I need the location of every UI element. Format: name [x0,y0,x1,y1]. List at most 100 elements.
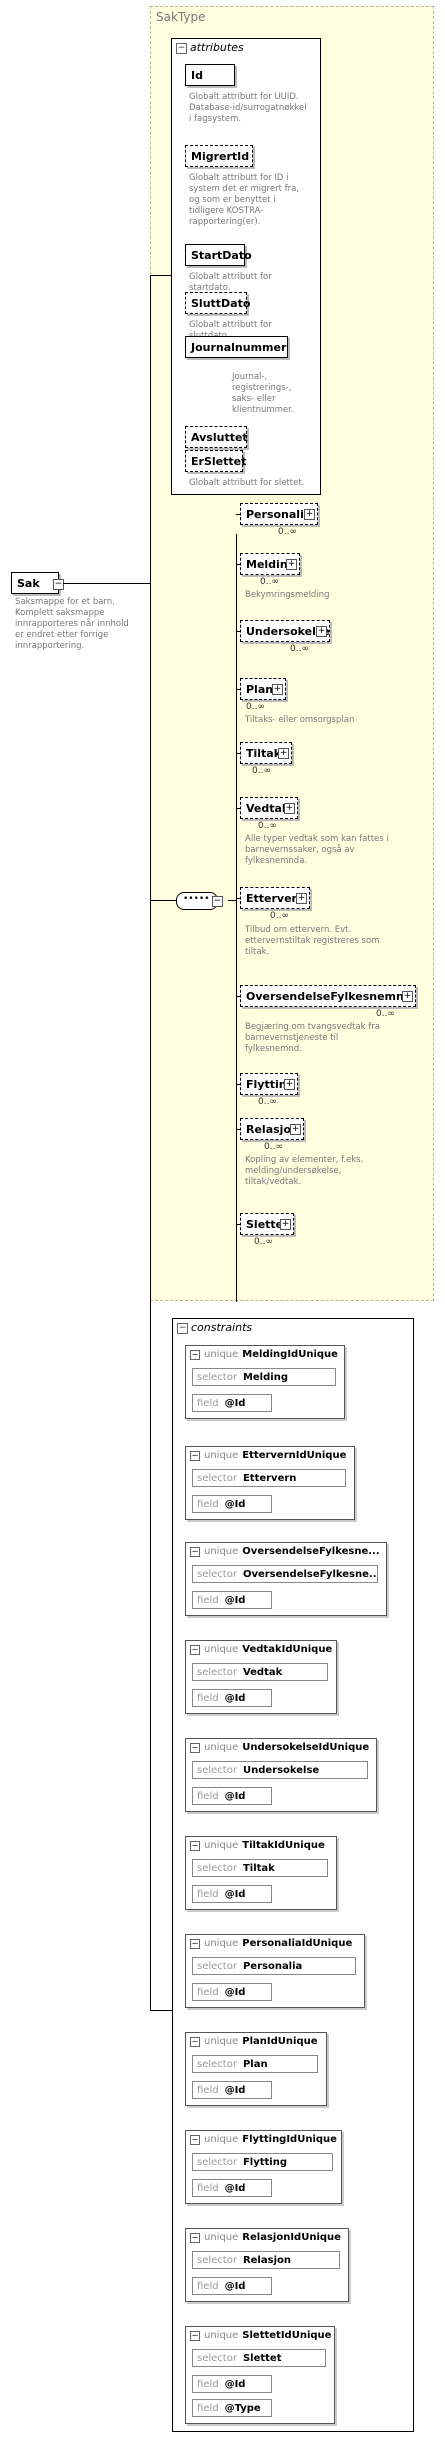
connector-line [236,514,240,515]
attribute-startdato[interactable]: StartDato [185,244,252,266]
constraint-name: VedtakIdUnique [242,1644,333,1655]
attribute-name: Journalnummer [191,341,287,354]
expand-icon[interactable]: + [280,1219,291,1230]
collapse-icon[interactable]: − [177,1323,188,1334]
element-undersokelse[interactable]: Undersokelse [240,620,330,642]
collapse-icon[interactable]: − [190,2037,200,2047]
collapse-icon[interactable]: − [190,1645,200,1655]
selector-value: Ettervern [242,1473,297,1484]
field-label: field [197,2183,219,2194]
element-ettervern[interactable]: Ettervern [240,887,310,909]
element-vedtak[interactable]: Vedtak [240,797,298,819]
expand-icon[interactable]: + [304,509,315,520]
occurrence-label: 0..∞ [254,1237,273,1247]
connector-line [236,631,240,632]
expand-icon[interactable]: + [278,748,289,759]
element-description: Tiltaks- eller omsorgsplan [245,715,355,725]
expand-icon[interactable]: + [290,1124,301,1135]
collapse-icon[interactable]: − [190,2331,200,2341]
attribute-description: Journal-, registrerings-, saks- eller kl… [232,372,294,415]
element-melding[interactable]: Melding [240,553,300,575]
collapse-icon[interactable]: − [190,1743,200,1753]
collapse-icon[interactable]: − [190,1547,200,1557]
constraint-keyword: unique [204,2232,239,2243]
selector-label: selector [197,1765,237,1776]
collapse-icon[interactable]: − [190,1841,200,1851]
constraints-header: constraints [191,1321,253,1334]
selector-value: Melding [242,1372,288,1383]
connector-line [63,583,151,584]
expand-icon[interactable]: + [402,991,413,1002]
expand-icon[interactable]: + [286,559,297,570]
element-flytting[interactable]: Flytting [240,1073,298,1095]
attribute-journalnummer[interactable]: Journalnummer [185,336,288,358]
field-value: @Id [224,2183,246,2194]
attribute-sluttdato[interactable]: SluttDato [185,292,251,314]
expand-icon[interactable]: + [284,803,295,814]
element-oversendelsefylkesnemnd[interactable]: OversendelseFylkesnemnd [240,985,416,1007]
field-label: field [197,2281,219,2292]
element-relasjon[interactable]: Relasjon [240,1118,304,1140]
field-value: @Id [224,1595,246,1606]
connector-line [236,1224,240,1225]
attributes-group [171,38,321,495]
constraint-keyword: unique [204,2330,239,2341]
element-description: Tilbud om ettervern. Evt. ettervernstilt… [245,925,380,957]
collapse-icon[interactable]: − [53,579,64,590]
constraint-name: EttervernIdUnique [242,1450,347,1461]
element-personalia[interactable]: Personalia [240,503,318,525]
expand-icon[interactable]: + [272,684,283,695]
root-element-description: Saksmappe for et barn. Komplett saksmapp… [15,597,129,651]
collapse-icon[interactable]: − [190,1350,200,1360]
occurrence-label: 0..∞ [264,1142,283,1152]
collapse-icon[interactable]: − [176,43,187,54]
selector-label: selector [197,2157,237,2168]
occurrence-label: 0..∞ [258,1097,277,1107]
expand-icon[interactable]: + [316,626,327,637]
collapse-icon[interactable]: − [190,2233,200,2243]
constraint-field: field@Id [192,2081,272,2099]
collapse-icon[interactable]: − [190,1451,200,1461]
constraint-keyword: unique [204,1938,239,1949]
attribute-avsluttet[interactable]: Avsluttet [185,426,248,448]
expand-icon[interactable]: + [284,1079,295,1090]
field-value: @Id [224,2379,246,2390]
connector-line [228,900,236,901]
attribute-description: Globalt attributt for ID i system det er… [189,173,300,227]
collapse-icon[interactable]: − [190,1939,200,1949]
attribute-name: SluttDato [191,297,251,310]
expand-icon[interactable]: + [296,893,307,904]
collapse-icon[interactable]: − [212,896,223,907]
element-name: Relasjon [246,1123,299,1136]
attribute-erslettet[interactable]: ErSlettet [185,450,246,472]
constraint-keyword: unique [204,1644,239,1655]
element-description: Kopling av elementer, f.eks. melding/und… [245,1155,364,1187]
attribute-id[interactable]: Id [185,64,235,86]
field-label: field [197,1889,219,1900]
constraint-field: field@Type [192,2399,272,2417]
attribute-migrertid[interactable]: MigrertId [185,145,253,167]
connector-line [236,898,240,899]
connector-line [150,2010,172,2011]
collapse-icon[interactable]: − [190,2135,200,2145]
root-element-sak[interactable]: Sak [11,572,59,594]
